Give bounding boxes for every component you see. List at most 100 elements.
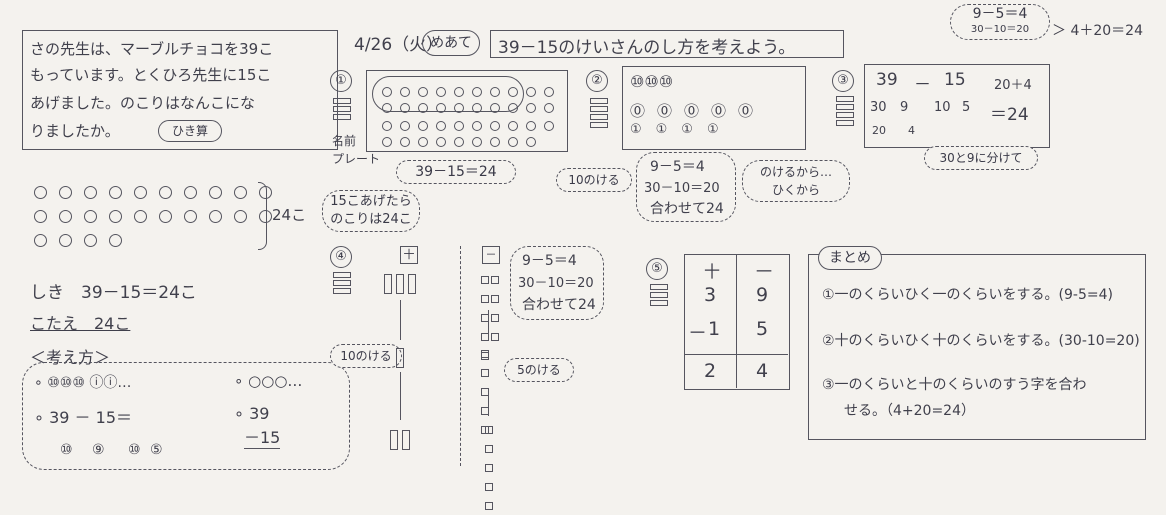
matome-item-1: ①一のくらいひく一のくらいをする。(9-5=4) <box>822 287 1113 303</box>
section-1-label-top: 名前 <box>332 134 357 148</box>
table-head-ones: 一 <box>756 262 773 281</box>
ten-stick-5 <box>402 430 410 450</box>
section-3-b: 15 <box>944 70 966 90</box>
matome-box <box>808 254 1146 440</box>
counter-brace <box>258 182 267 250</box>
arrow-line-4 <box>488 392 489 416</box>
section-4-number: ④ <box>330 246 352 268</box>
kangaekata-split-c: ⑩ <box>128 442 141 458</box>
section-3-top-cloud: 9－5＝4 30－10＝20 <box>950 4 1050 40</box>
section-2-row-2: ⓪⓪⓪⓪⓪ <box>630 102 766 120</box>
section-3-cloud: 30と9に分けて <box>924 146 1038 170</box>
minus-box-label: － <box>485 248 497 261</box>
matome-item-2: ②十のくらいひく十のくらいをする。(30-10=20) <box>822 333 1140 349</box>
section-3-result: ＝24 <box>990 105 1029 125</box>
plate-stack-icon <box>333 98 351 122</box>
plate-stack-icon-3 <box>836 96 854 128</box>
table-mid-line <box>736 254 737 388</box>
ones-remaining-bottom <box>484 420 493 515</box>
section-2-c1: 9－5＝4 <box>650 159 705 175</box>
remainder-cloud-line-1: 15こあげたら <box>330 194 412 209</box>
kangaekata-row-2b: ∘ 39 <box>234 404 270 423</box>
table-head-tens: 十 <box>704 262 721 281</box>
section-2-c2: 30－10＝20 <box>644 181 720 196</box>
marble-row-1 <box>378 82 558 101</box>
counter-row-1 <box>28 184 278 203</box>
kangaekata-row-2c: －15 <box>244 424 281 449</box>
table-r1-ones: 9 <box>756 284 769 306</box>
section-1-oval <box>372 76 524 112</box>
section-2-c3: 合わせて24 <box>650 201 724 217</box>
section-3-a: 39 <box>876 70 898 90</box>
table-r2-sign: － <box>688 322 708 344</box>
section-3-side: 20＋4 <box>994 78 1032 93</box>
section-2-box <box>622 66 806 150</box>
matome-title: まとめ <box>818 246 882 270</box>
divider-line <box>460 246 461 466</box>
problem-line-2: もっています。とくひろ先生に15こ <box>30 66 272 84</box>
section-2-tens: ⑩⑩⑩ <box>630 72 674 91</box>
section-2-center-cloud <box>636 152 736 222</box>
section-3-minus: － <box>914 75 931 95</box>
problem-line-4: りましたか。 <box>30 122 120 140</box>
kangaekata-row-1: ∘ ⑩⑩⑩ ⓘⓘ… <box>34 375 132 391</box>
kangaekata-split-b: ⑨ <box>92 442 105 458</box>
table-r1-tens: 3 <box>704 284 717 306</box>
kangaekata-row-2: ∘ 39 － 15＝ <box>34 408 132 427</box>
marble-row-4 <box>378 132 540 151</box>
section-4-c3: 合わせて24 <box>522 297 596 313</box>
section-4-left-cloud: 10のける <box>330 344 402 368</box>
marble-row-3 <box>378 116 558 135</box>
lesson-goal: 39－15のけいさんのし方を考えよう。 <box>498 38 796 58</box>
minus-box: － <box>482 246 500 264</box>
remainder-cloud-line-2: のこりは24こ <box>330 212 412 227</box>
matome-item-3a: ③一のくらいと十のくらいのすう字を合わ <box>822 377 1087 393</box>
section-1-label-bottom: プレート <box>332 152 381 166</box>
section-2-right-cloud: のけるから… ひくから <box>742 160 850 202</box>
place-value-table <box>684 254 790 390</box>
section-1-box <box>366 70 568 152</box>
table-r2-tens: 1 <box>708 318 721 340</box>
kangaekata-split-d: ⑤ <box>150 442 163 458</box>
kotae-answer: こたえ 24こ <box>30 314 131 333</box>
section-3-split-c: 10 <box>934 100 951 115</box>
plus-box: 十 <box>400 246 418 264</box>
table-r3-tens: 2 <box>704 360 717 382</box>
section-3-split-b: 9 <box>900 100 909 115</box>
matome-item-3b: せる。（4+20=24） <box>844 403 975 419</box>
section-2-row-3: ①①①① <box>630 122 733 137</box>
ten-stick-3 <box>408 274 416 294</box>
problem-line-1: さの先生は、マーブルチョコを39こ <box>30 40 274 58</box>
counter-row-3 <box>28 232 128 251</box>
section-4-c2: 30－10＝20 <box>518 276 594 291</box>
table-r3-ones: 4 <box>756 360 769 382</box>
table-r2-ones: 5 <box>756 318 769 340</box>
counter-row-2 <box>28 208 278 227</box>
goal-box <box>490 30 844 58</box>
section-2-right-line-1: のけるから… <box>759 165 832 179</box>
problem-tag: ひき算 <box>158 120 222 142</box>
plate-stack-icon-4 <box>333 272 351 296</box>
section-4-cloud <box>510 246 604 320</box>
section-2-side-cloud: 10のける <box>556 168 632 192</box>
ten-stick-1 <box>384 274 392 294</box>
ten-stick-removed <box>396 348 404 368</box>
meate-label: めあて <box>422 30 480 56</box>
marble-row-2 <box>378 98 558 117</box>
counter-total: 24こ <box>272 206 307 224</box>
section-3-split-d: 5 <box>962 100 971 115</box>
section-5-number: ⑤ <box>646 258 668 280</box>
shiki-equation: しき 39－15＝24こ <box>30 283 197 303</box>
lesson-date: 4/26（火） <box>354 35 444 55</box>
kangaekata-row-1b: ∘ ○○○… <box>234 372 303 390</box>
problem-line-3: あげました。のこりはなんこにな <box>30 94 256 112</box>
ten-stick-4 <box>390 430 398 450</box>
plus-box-label: 十 <box>403 248 415 261</box>
plate-stack-icon-2 <box>590 98 608 130</box>
section-1-bubble: 39－15＝24 <box>396 160 516 184</box>
section-2-number: ② <box>586 70 608 92</box>
section-3-top-line-2: 30－10＝20 <box>970 24 1030 35</box>
section-4-c1: 9－5＝4 <box>522 253 577 269</box>
section-3-number: ③ <box>832 70 854 92</box>
arrow-line-3 <box>488 310 489 340</box>
